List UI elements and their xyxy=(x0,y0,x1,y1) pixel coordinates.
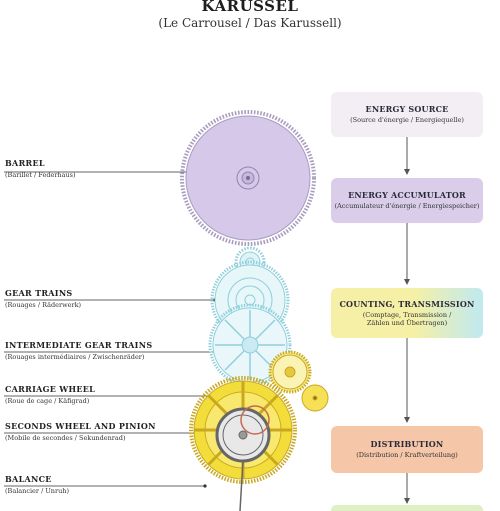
flow-box-counting-transmission: COUNTING, TRANSMISSION (Comptage, Transm… xyxy=(331,288,483,338)
flow-arrows xyxy=(404,137,410,504)
flow-counting-sub: (Comptage, Transmission / Zählen und Übe… xyxy=(362,310,452,327)
flow-energy-source-title: ENERGY SOURCE xyxy=(365,104,449,115)
label-seconds-sub: (Mobile de secondes / Sekundenrad) xyxy=(5,434,126,442)
label-carriage-wheel: CARRIAGE WHEEL (Roue de cage / Käfigrad) xyxy=(5,384,205,405)
seconds-wheel-and-balance xyxy=(215,405,271,511)
flow-counting-title: COUNTING, TRANSMISSION xyxy=(339,298,475,309)
label-intermediate-sub: (Rouages intermédiaires / Zwischenräder) xyxy=(5,353,145,361)
label-balance: BALANCE (Balancier / Unruh) xyxy=(5,474,205,495)
flow-energy-accumulator-sub: (Accumulateur d'énergie / Energiespeiche… xyxy=(334,202,480,211)
label-seconds-wheel: SECONDS WHEEL AND PINION (Mobile de seco… xyxy=(5,421,205,442)
label-barrel: BARREL (Barillet / Federhaus) xyxy=(5,158,205,179)
label-carriage-name: CARRIAGE WHEEL xyxy=(5,384,96,394)
label-intermediate-gear-trains: INTERMEDIATE GEAR TRAINS (Rouages interm… xyxy=(5,340,205,361)
label-gear-trains-sub: (Rouages / Räderwerk) xyxy=(5,301,82,309)
label-gear-trains-name: GEAR TRAINS xyxy=(5,288,73,298)
label-barrel-name: BARREL xyxy=(5,158,45,168)
flow-distribution-sub: (Distribution / Kraftverteilung) xyxy=(356,451,458,460)
flow-energy-accumulator-title: ENERGY ACCUMULATOR xyxy=(348,190,466,201)
flow-distribution-title: DISTRIBUTION xyxy=(370,439,444,450)
label-gear-trains: GEAR TRAINS (Rouages / Räderwerk) xyxy=(5,288,205,309)
label-balance-name: BALANCE xyxy=(5,474,52,484)
diagram-subtitle: (Le Carrousel / Das Karussell) xyxy=(158,16,342,30)
label-barrel-sub: (Barillet / Federhaus) xyxy=(5,171,76,179)
flow-box-energy-accumulator: ENERGY ACCUMULATOR (Accumulateur d'énerg… xyxy=(331,178,483,223)
diagram-title: KARUSSEL xyxy=(201,0,299,15)
gear-train-wheels xyxy=(208,246,292,387)
flow-energy-source-sub: (Source d'énergie / Energiequelle) xyxy=(350,116,464,125)
flow-box-energy-source: ENERGY SOURCE (Source d'énergie / Energi… xyxy=(331,92,483,137)
flow-box-cutoff xyxy=(331,505,483,511)
label-carriage-sub: (Roue de cage / Käfigrad) xyxy=(5,397,90,405)
flow-box-distribution: DISTRIBUTION (Distribution / Kraftvertei… xyxy=(331,426,483,473)
label-intermediate-name: INTERMEDIATE GEAR TRAINS xyxy=(5,340,153,350)
label-balance-sub: (Balancier / Unruh) xyxy=(5,487,70,495)
barrel-wheel xyxy=(180,110,316,246)
label-seconds-name: SECONDS WHEEL AND PINION xyxy=(5,421,156,431)
intermediate-gears xyxy=(268,350,329,412)
